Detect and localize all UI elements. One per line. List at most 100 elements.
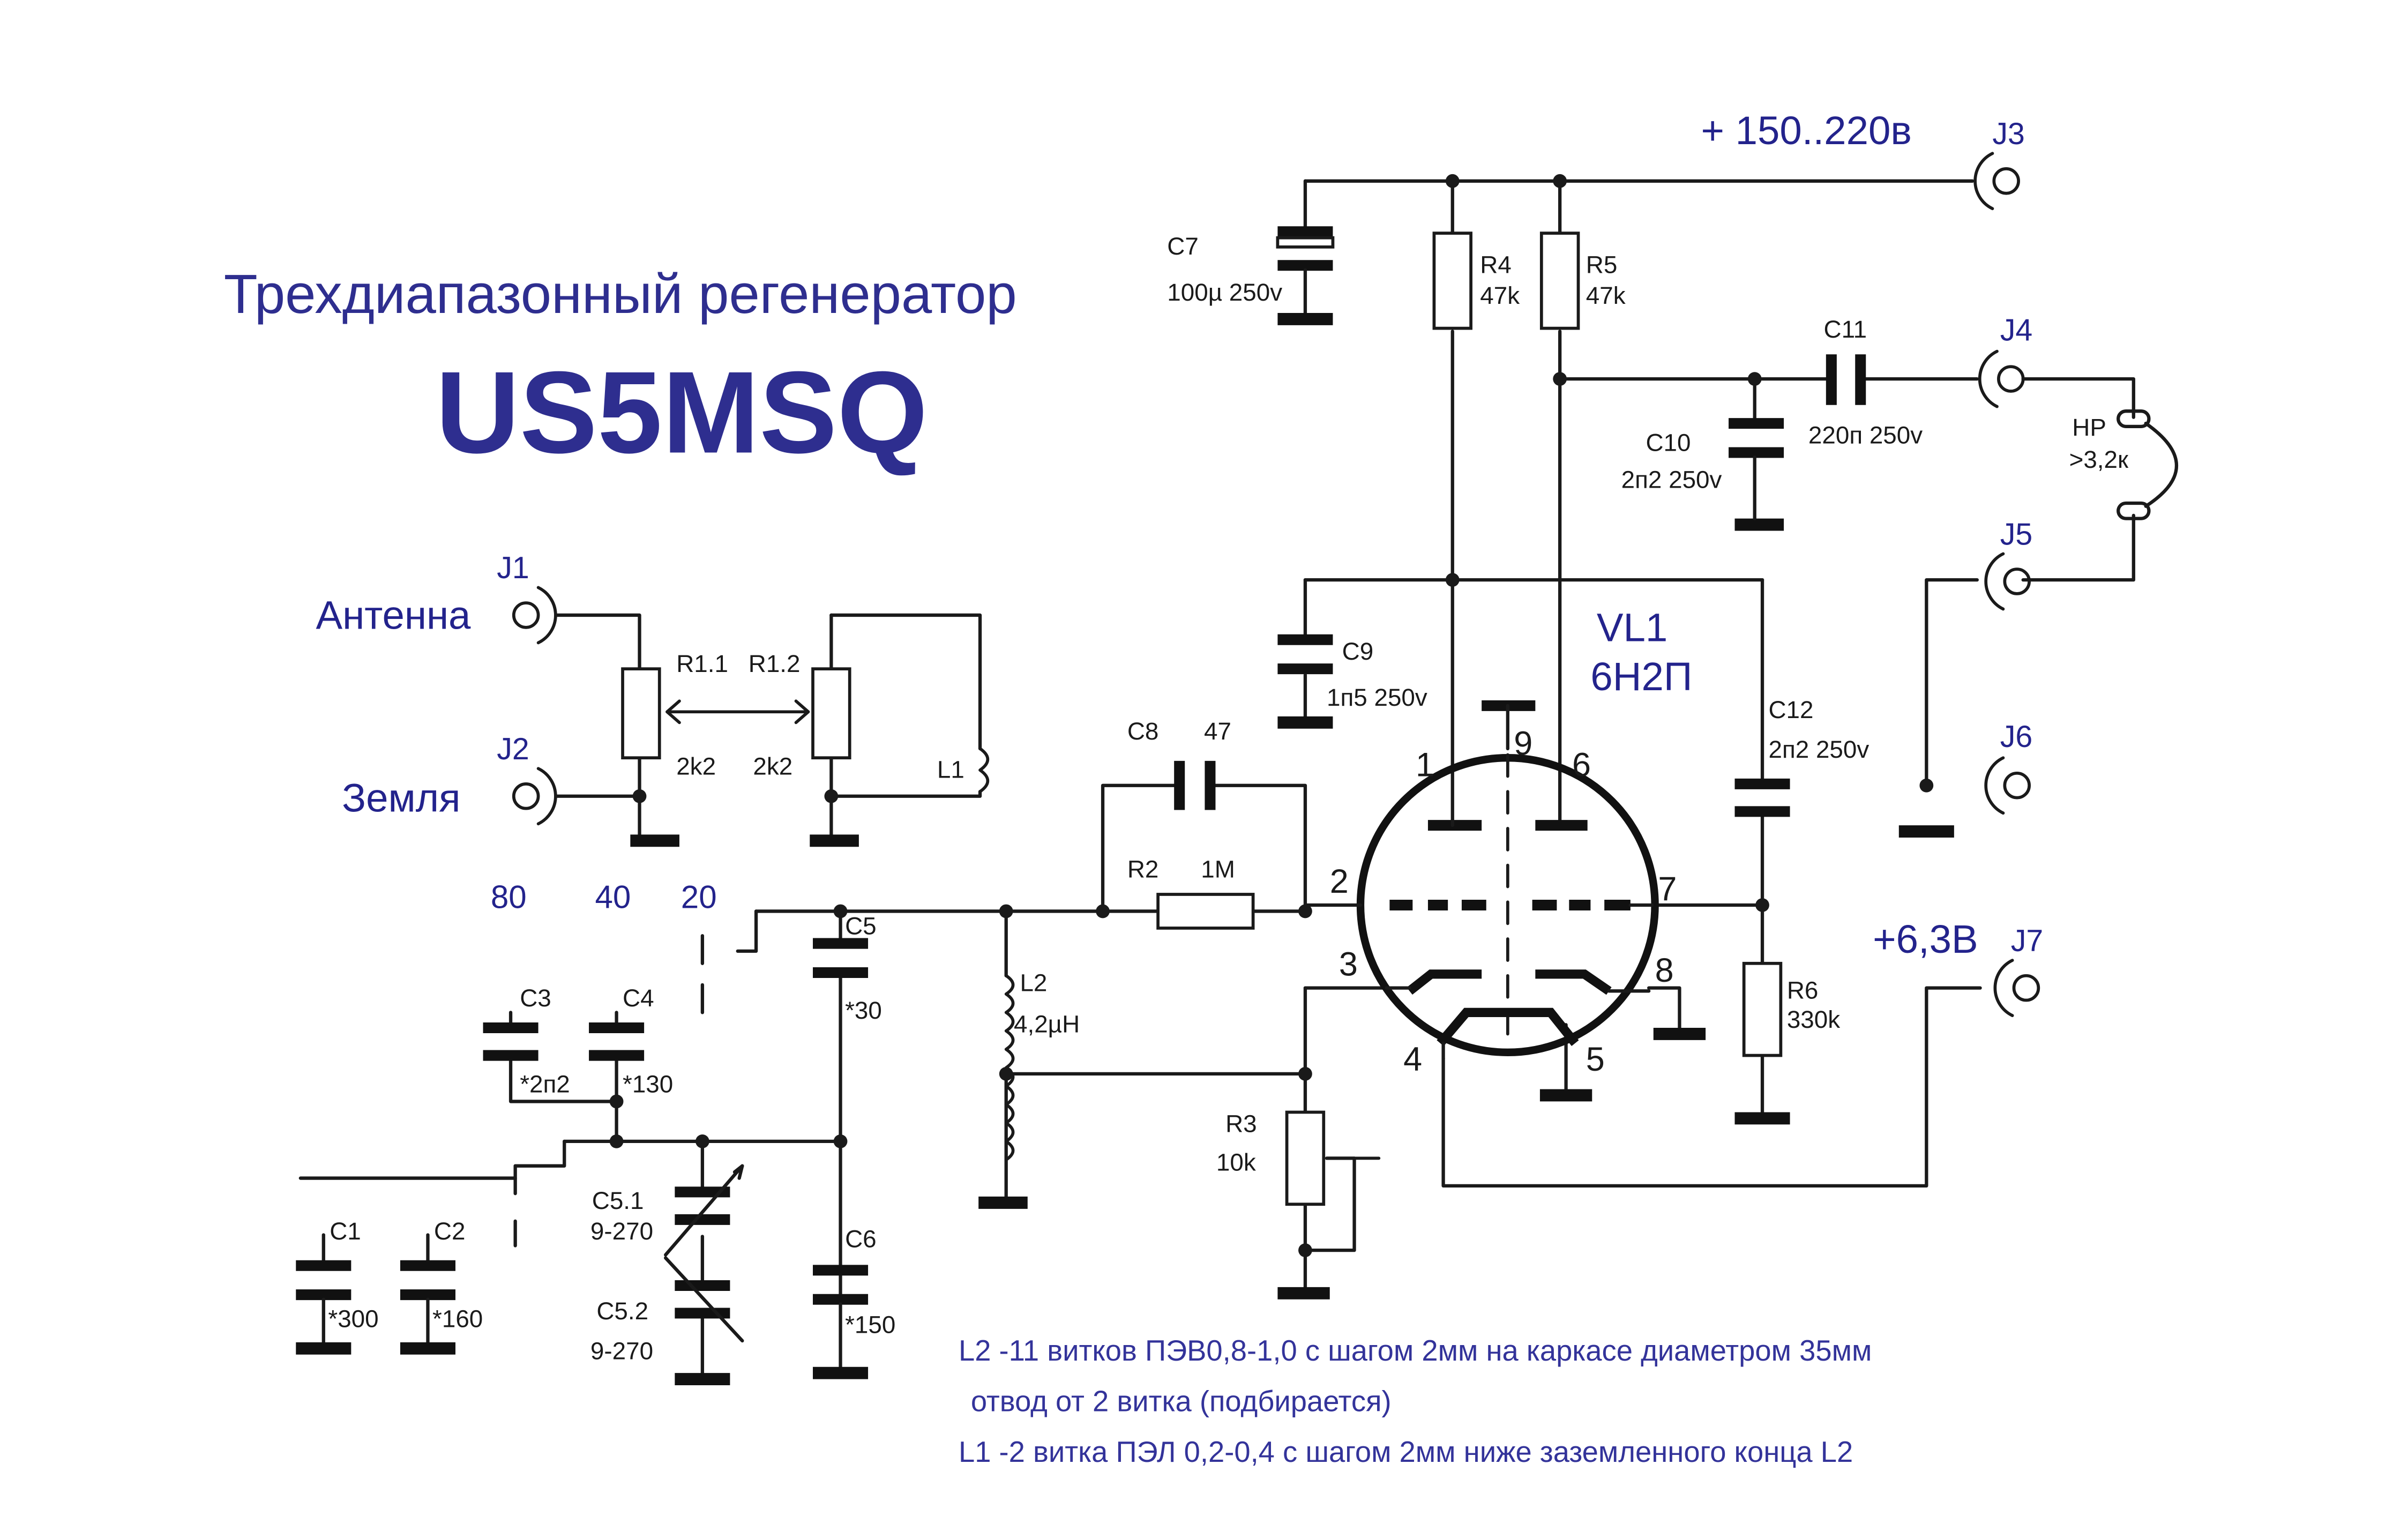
jack-j3-label: J3 xyxy=(1992,117,2024,151)
band-80-label: 80 xyxy=(491,879,527,915)
c12-name: C12 xyxy=(1768,696,1813,723)
l2-name: L2 xyxy=(1020,969,1047,996)
c8-name: C8 xyxy=(1127,718,1159,745)
r2-name: R2 xyxy=(1127,855,1159,883)
resistor-r4 xyxy=(1432,231,1472,330)
capacitor-c8 xyxy=(1174,760,1216,810)
junction-dots xyxy=(609,174,1934,1258)
pin-1: 1 xyxy=(1416,746,1434,784)
jack-j5 xyxy=(1984,552,2031,611)
c5-name: C5 xyxy=(845,912,877,939)
antenna-label: Антенна xyxy=(316,593,471,638)
c7-value: 100µ 250v xyxy=(1167,279,1282,306)
coil-l1 xyxy=(978,747,990,794)
pin-6: 6 xyxy=(1572,746,1591,784)
r1-1-name: R1.1 xyxy=(676,650,728,677)
jack-j6-label: J6 xyxy=(2000,720,2032,754)
capacitor-c5 xyxy=(813,938,869,978)
r3-value: 10k xyxy=(1216,1148,1256,1176)
c10-name: C10 xyxy=(1646,429,1691,457)
pin-9: 9 xyxy=(1514,725,1532,762)
band-20-label: 20 xyxy=(681,879,717,915)
c1-value: *300 xyxy=(328,1305,378,1332)
c8-value: 47 xyxy=(1204,718,1231,745)
c5-value: *30 xyxy=(845,997,882,1024)
potentiometer-link xyxy=(665,699,810,725)
c9-name: C9 xyxy=(1342,638,1374,665)
jack-j1-label: J1 xyxy=(497,551,529,585)
jack-j5-label: J5 xyxy=(2000,517,2032,551)
capacitor-c7 xyxy=(1276,226,1335,325)
supply-voltage-label: + 150..220в xyxy=(1701,108,1912,153)
note-l2-turns: L2 -11 витков ПЭВ0,8-1,0 с шагом 2мм на … xyxy=(959,1334,1872,1367)
pin-8: 8 xyxy=(1655,952,1674,989)
pin-2: 2 xyxy=(1330,863,1349,900)
vl1-type: 6Н2П xyxy=(1590,654,1692,699)
capacitor-c10 xyxy=(1729,418,1784,520)
c5-2-value: 9-270 xyxy=(590,1337,653,1364)
jack-j7 xyxy=(1993,959,2040,1017)
c1-name: C1 xyxy=(330,1218,361,1245)
l2-value: 4,2µH xyxy=(1014,1011,1080,1038)
resistor-r1-2 xyxy=(811,667,851,760)
r1-1-value: 2k2 xyxy=(676,753,716,780)
note-l2-tap: отвод от 2 витка (подбирается) xyxy=(971,1385,1392,1418)
r4-name: R4 xyxy=(1480,251,1512,279)
r3-name: R3 xyxy=(1225,1110,1257,1138)
c11-name: C11 xyxy=(1824,316,1867,343)
jack-j4-label: J4 xyxy=(2000,313,2032,348)
jack-j6 xyxy=(1984,756,2031,815)
r1-2-name: R1.2 xyxy=(749,650,801,677)
variable-capacitor-c5-2 xyxy=(664,1256,744,1386)
jack-j4 xyxy=(1978,349,2025,408)
band-switch-ticks xyxy=(513,934,705,1248)
jack-j1 xyxy=(512,586,557,645)
hp-name: HP xyxy=(2072,414,2106,441)
pin-3: 3 xyxy=(1339,946,1358,983)
band-40-label: 40 xyxy=(595,879,631,915)
c5-2-name: C5.2 xyxy=(596,1297,648,1325)
filament-voltage-label: +6,3В xyxy=(1873,917,1978,961)
c5-1-value: 9-270 xyxy=(590,1218,653,1245)
jack-j2 xyxy=(512,767,557,826)
c2-name: C2 xyxy=(434,1218,466,1245)
note-l1-turns: L1 -2 витка ПЭЛ 0,2-0,4 с шагом 2мм ниже… xyxy=(959,1436,1853,1468)
pin-4: 4 xyxy=(1403,1041,1422,1078)
tube-pin-numbers: 1 9 6 2 7 3 8 4 5 xyxy=(1330,725,1677,1078)
ground-label: Земля xyxy=(342,775,460,820)
r1-2-value: 2k2 xyxy=(753,753,792,780)
headphones-hp xyxy=(2117,409,2179,520)
capacitor-c6 xyxy=(813,1265,869,1379)
c4-name: C4 xyxy=(623,984,654,1012)
r5-value: 47k xyxy=(1586,282,1626,309)
c12-value: 2п2 250v xyxy=(1768,736,1869,763)
resistor-r2 xyxy=(1156,893,1255,930)
l1-name: L1 xyxy=(937,756,964,783)
r6-name: R6 xyxy=(1787,977,1819,1004)
c9-value: 1п5 250v xyxy=(1327,684,1427,711)
ground-symbols xyxy=(630,518,1954,1300)
jack-j2-label: J2 xyxy=(497,732,529,766)
tube-vl1 xyxy=(1303,700,1659,1061)
c7-name: C7 xyxy=(1167,233,1199,260)
r4-value: 47k xyxy=(1480,282,1520,309)
jack-j3 xyxy=(1973,152,2020,211)
r2-value: 1M xyxy=(1201,855,1235,883)
c10-value: 2п2 250v xyxy=(1621,466,1722,493)
capacitor-c2 xyxy=(400,1233,455,1355)
capacitor-c3 xyxy=(483,1022,539,1061)
potentiometer-r3 xyxy=(1285,1110,1326,1206)
r5-name: R5 xyxy=(1586,251,1618,279)
c4-value: *130 xyxy=(623,1070,673,1097)
vl1-name: VL1 xyxy=(1597,606,1667,650)
winding-notes: L2 -11 витков ПЭВ0,8-1,0 с шагом 2мм на … xyxy=(959,1334,1872,1468)
c3-name: C3 xyxy=(520,984,551,1012)
r6-value: 330k xyxy=(1787,1006,1840,1033)
schematic-title: Трехдиапазонный регенератор xyxy=(224,263,1017,325)
variable-capacitor-c5-1 xyxy=(664,1164,744,1257)
c6-name: C6 xyxy=(845,1225,877,1252)
c3-value: *2п2 xyxy=(520,1070,570,1097)
resistor-r5 xyxy=(1539,231,1580,330)
hp-value: >3,2к xyxy=(2069,446,2129,473)
